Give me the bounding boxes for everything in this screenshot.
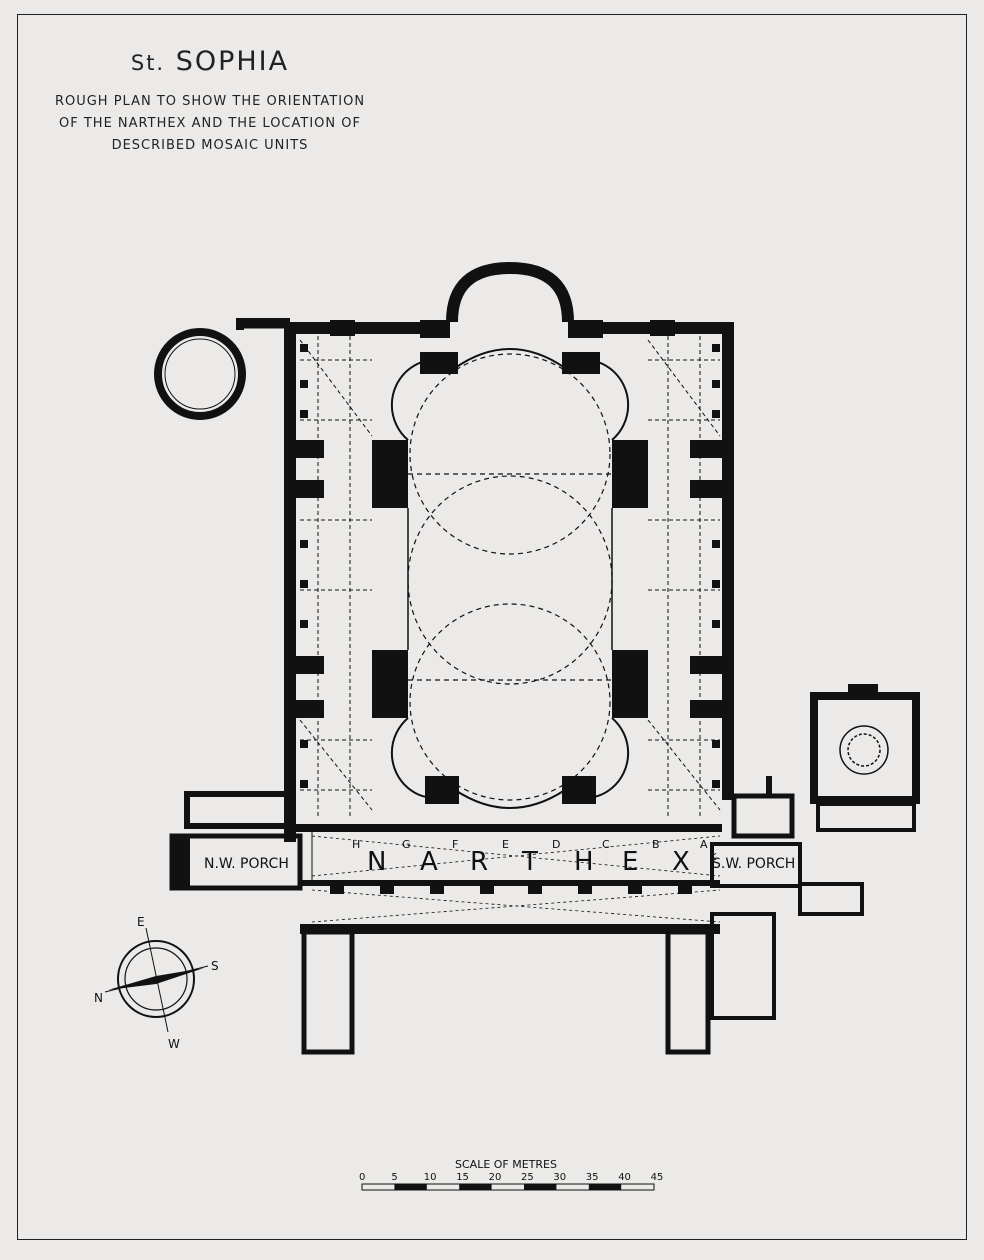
dome-outline: [407, 353, 613, 801]
compass-label-w: W: [168, 1037, 180, 1051]
scale-segment: [394, 1184, 427, 1190]
scale-tick-label: 15: [456, 1172, 469, 1183]
narthex-letter-1: A: [420, 847, 438, 877]
narthex-letter-3: T: [521, 847, 538, 877]
mosaic-unit-d: D: [552, 838, 560, 851]
scale-title: SCALE OF METRES: [455, 1158, 557, 1171]
nave: [390, 348, 630, 809]
nw-porch-label: N.W. PORCH: [204, 856, 289, 872]
sw-porch-label: S.W. PORCH: [712, 856, 795, 872]
stair-tower: [154, 318, 290, 420]
scale-segment: [588, 1184, 622, 1190]
plan-frame: [17, 14, 967, 1240]
title-block: St. SOPHIA ROUGH PLAN TO SHOW THE ORIENT…: [30, 46, 390, 157]
compass-label-n: N: [94, 991, 103, 1005]
scale-tick-label: 25: [521, 1172, 534, 1183]
narthex: [296, 824, 722, 934]
mosaic-unit-b: B: [652, 838, 660, 851]
mosaic-unit-f: F: [452, 838, 458, 851]
west-wings: [301, 929, 711, 1055]
main-walls: [284, 320, 734, 842]
scale-tick-label: 40: [618, 1172, 631, 1183]
mosaic-unit-g: G: [402, 838, 411, 851]
narthex-labels: N A R T H E X H G F E D C B A: [352, 838, 708, 877]
scale-tick-label: 5: [391, 1172, 397, 1183]
scale-bar: SCALE OF METRES 0 5 10 15 20 25 30 35 40 45: [359, 1158, 664, 1191]
compass-label-s: S: [211, 959, 219, 973]
narthex-letter-4: H: [574, 847, 594, 877]
sw-porch: S.W. PORCH: [710, 776, 864, 1020]
narthex-letter-6: X: [672, 847, 690, 877]
mosaic-unit-a: A: [700, 838, 708, 851]
nw-porch: N.W. PORCH: [169, 791, 303, 891]
narthex-letter-5: E: [622, 847, 638, 877]
plan-subtitle: ROUGH PLAN TO SHOW THE ORIENTATION OF TH…: [54, 94, 366, 153]
sw-porch-marker: K: [710, 852, 717, 863]
compass-icon: E S N W: [94, 915, 219, 1051]
scale-tick-label: 0: [359, 1172, 365, 1183]
scale-tick-label: 45: [651, 1172, 664, 1183]
scale-tick-label: 30: [553, 1172, 566, 1183]
compass-label-e: E: [137, 915, 145, 929]
baptistery: [810, 684, 920, 832]
scale-tick-label: 20: [489, 1172, 502, 1183]
mosaic-unit-e: E: [502, 838, 509, 851]
scale-tick-label: 10: [424, 1172, 437, 1183]
apse: [446, 261, 574, 323]
title-main: SOPHIA: [175, 46, 290, 77]
aisle-vaulting: [299, 336, 721, 818]
narthex-letter-0: N: [367, 847, 386, 877]
plan-title: St. SOPHIA: [30, 46, 390, 77]
scale-segment: [524, 1184, 557, 1190]
scale-segment: [459, 1184, 492, 1190]
scale-tick-label: 35: [586, 1172, 599, 1183]
mosaic-unit-c: C: [602, 838, 610, 851]
title-prefix: St.: [130, 51, 166, 75]
narthex-letter-2: R: [470, 847, 488, 877]
mosaic-unit-h: H: [352, 838, 360, 851]
